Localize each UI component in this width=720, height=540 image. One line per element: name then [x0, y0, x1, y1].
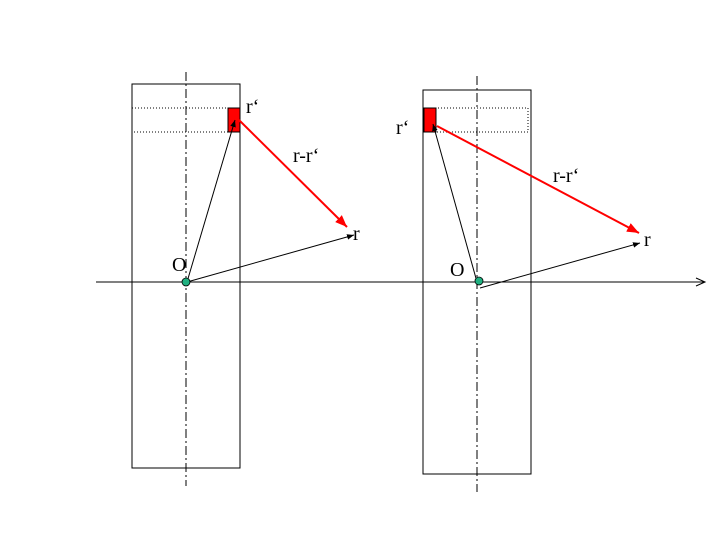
- left-source-vector: [186, 119, 236, 283]
- right-difference-label: r-r‘: [553, 165, 579, 187]
- left-difference-vector: [238, 119, 348, 228]
- right-difference-vector: [436, 125, 640, 234]
- right-origin-dot: [474, 276, 484, 286]
- left-field-label: r: [353, 223, 360, 245]
- left-source-element: [227, 107, 241, 133]
- right-source-label: r‘: [396, 117, 409, 139]
- left-field-vector: [186, 234, 355, 283]
- left-origin-dot: [181, 277, 191, 287]
- right-origin-label: O: [450, 259, 464, 281]
- axis-arrow-icon: [695, 277, 707, 287]
- right-field-label: r: [644, 229, 651, 251]
- left-panel: r‘ r-r‘ r O: [131, 72, 360, 486]
- left-difference-label: r-r‘: [293, 145, 319, 167]
- right-panel: r‘ r-r‘ r O: [396, 76, 651, 492]
- left-origin-label: O: [172, 254, 186, 276]
- left-source-label: r‘: [246, 96, 259, 118]
- right-field-vector: [479, 242, 641, 289]
- right-source-vector: [432, 123, 478, 283]
- right-layer-band: [422, 107, 529, 133]
